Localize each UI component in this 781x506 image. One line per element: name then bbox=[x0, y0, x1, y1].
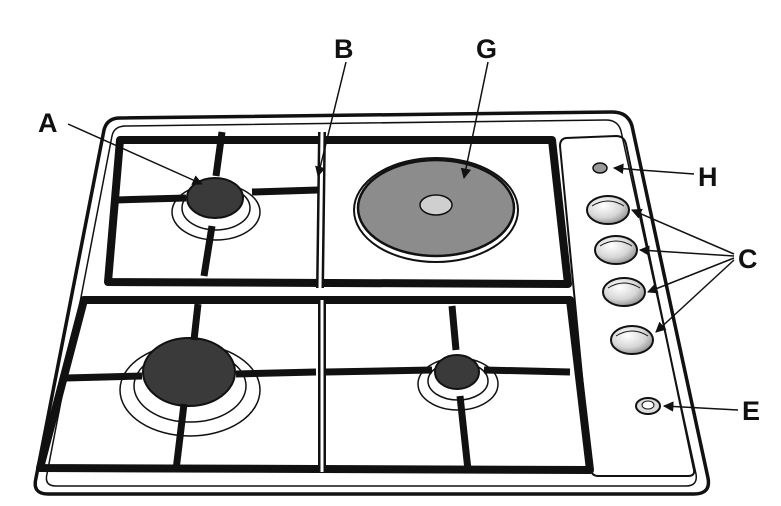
lower-pan-support bbox=[36, 296, 594, 474]
label-b: B bbox=[334, 34, 354, 64]
leader-lines bbox=[67, 61, 739, 412]
callout-labels: A B G H C E bbox=[38, 34, 760, 426]
label-e: E bbox=[742, 396, 760, 426]
control-panel bbox=[558, 134, 696, 477]
leader-h bbox=[612, 163, 695, 175]
label-h: H bbox=[698, 162, 718, 192]
label-a: A bbox=[38, 108, 58, 138]
indicator-light bbox=[592, 162, 608, 174]
electric-hotplate bbox=[353, 157, 519, 263]
rapid-burner bbox=[65, 303, 317, 471]
leader-c2 bbox=[638, 245, 735, 257]
label-c: C bbox=[738, 244, 758, 274]
leader-g bbox=[460, 61, 489, 180]
control-knobs bbox=[586, 195, 654, 355]
control-knob-1[interactable] bbox=[586, 195, 630, 225]
control-knob-2[interactable] bbox=[594, 235, 638, 265]
leader-e bbox=[662, 401, 739, 412]
hob-body bbox=[33, 110, 711, 496]
label-g: G bbox=[476, 34, 497, 64]
semi-rapid-burner bbox=[325, 305, 571, 471]
control-knob-3[interactable] bbox=[602, 277, 646, 307]
control-knob-4[interactable] bbox=[610, 325, 654, 355]
leader-c1 bbox=[631, 208, 735, 255]
ignition-button[interactable] bbox=[635, 397, 661, 415]
leader-b bbox=[315, 61, 347, 178]
leader-a bbox=[67, 123, 203, 185]
auxiliary-burner bbox=[115, 131, 319, 277]
leader-c4 bbox=[655, 259, 735, 333]
leader-c3 bbox=[647, 257, 735, 294]
